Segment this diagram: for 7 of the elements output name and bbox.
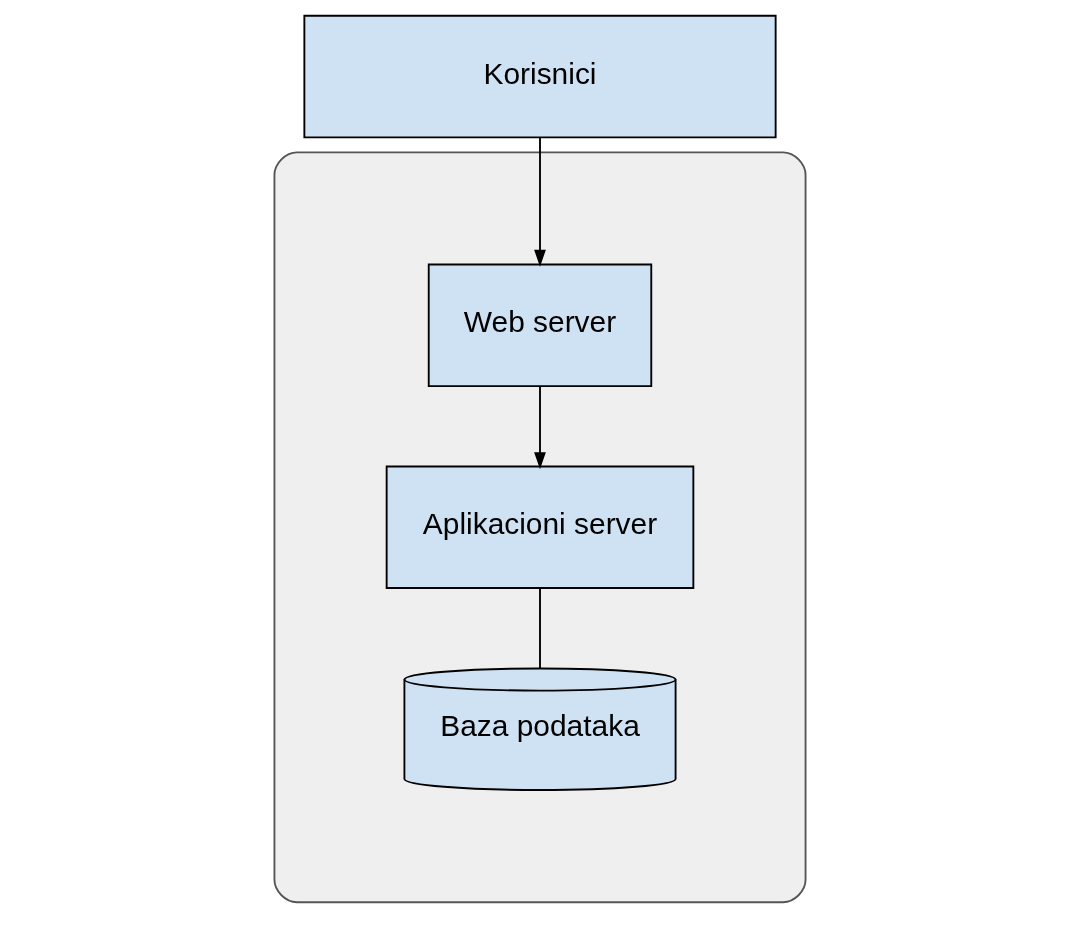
- arrow: [533, 136, 546, 267]
- arrow: [533, 385, 546, 470]
- node-box: Korisnici: [302, 14, 777, 139]
- node-box: Web server: [427, 263, 652, 387]
- node-box: Aplikacioni server: [385, 465, 694, 589]
- connector: [538, 587, 541, 670]
- cluster: [273, 151, 806, 904]
